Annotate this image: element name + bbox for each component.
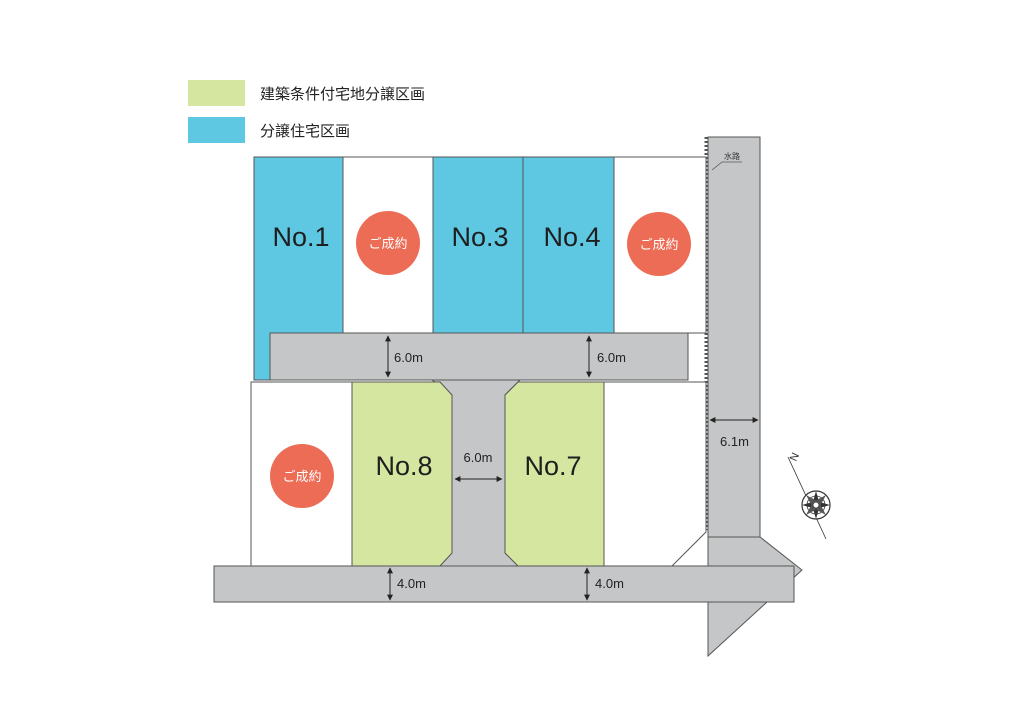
sold-badge-text: ご成約 [368, 236, 407, 252]
legend-swatch-blue [188, 117, 245, 143]
sold-badge: ご成約 [627, 212, 691, 276]
lot-no3[interactable] [432, 156, 524, 334]
lot-no7-label: No.7 [524, 451, 581, 481]
lot-no4[interactable] [522, 156, 615, 334]
lot-no1-label: No.1 [272, 222, 329, 252]
dim-lower-left: 4.0m [397, 576, 426, 591]
waterway-leader [711, 161, 723, 171]
legend-label: 建築条件付宅地分譲区画 [260, 84, 426, 103]
sold-badge: ご成約 [356, 211, 420, 275]
dim-upper-right: 6.0m [597, 350, 626, 365]
legend-item-conditional-lot: 建築条件付宅地分譲区画 [188, 80, 425, 106]
lot-no8-label: No.8 [375, 451, 432, 481]
lower-road [213, 565, 795, 603]
waterway-label: 水路 [724, 151, 740, 161]
legend-item-housing-lot: 分譲住宅区画 [188, 117, 350, 143]
sold-badge-text: ご成約 [639, 237, 678, 253]
sold-badge-text: ご成約 [282, 469, 321, 485]
lot-no3-label: No.3 [451, 222, 508, 252]
lot-no4-label: No.4 [543, 222, 600, 252]
east-road [707, 136, 761, 538]
legend-swatch-green [188, 80, 245, 106]
compass-icon [787, 456, 831, 540]
legend-label: 分譲住宅区画 [260, 121, 351, 140]
lot-no8[interactable] [351, 381, 453, 567]
upper-road [269, 332, 689, 381]
dim-center: 6.0m [464, 450, 493, 465]
lot-no6-white[interactable] [603, 381, 707, 567]
sold-badge: ご成約 [270, 444, 334, 508]
dim-lower-right: 4.0m [595, 576, 624, 591]
dim-upper-left: 6.0m [394, 350, 423, 365]
dim-east: 6.1m [720, 434, 749, 449]
